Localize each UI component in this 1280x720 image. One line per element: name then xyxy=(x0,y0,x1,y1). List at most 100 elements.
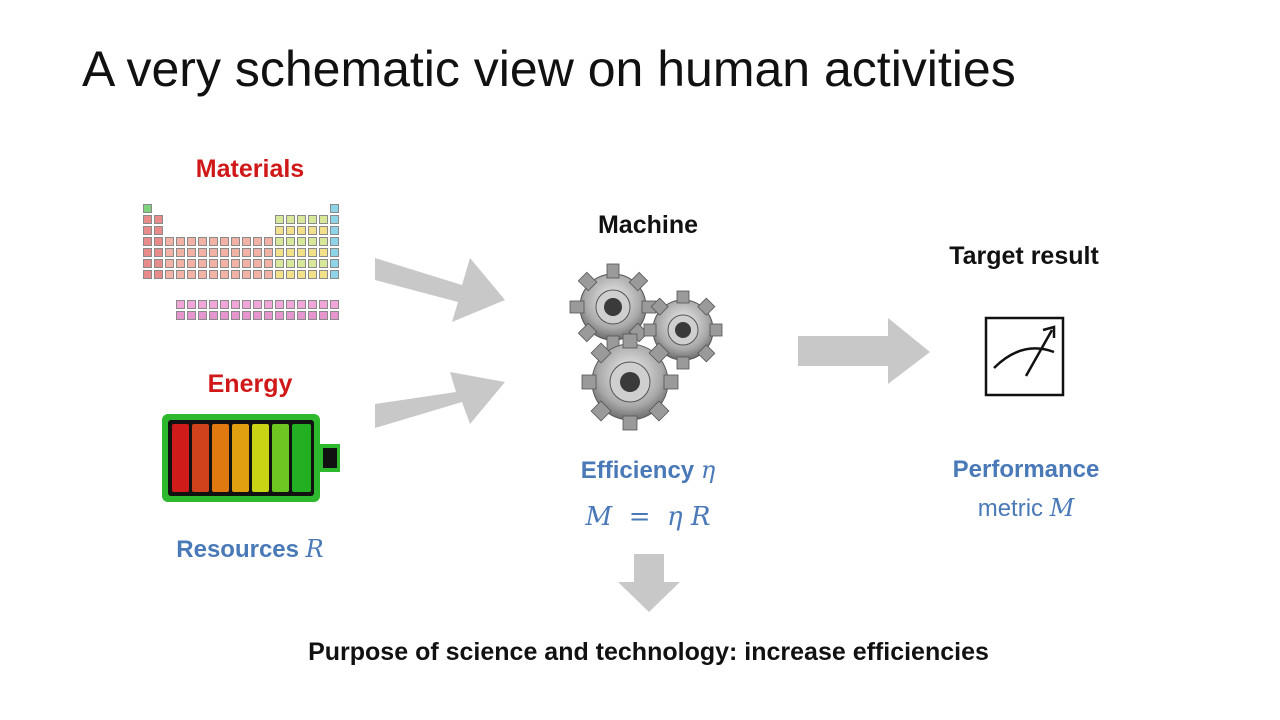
periodic-table-cell xyxy=(297,311,306,320)
periodic-table-cell xyxy=(330,300,339,309)
periodic-table-cell xyxy=(231,311,240,320)
periodic-table-cell xyxy=(275,259,284,268)
periodic-table-cell xyxy=(198,311,207,320)
periodic-table-cell xyxy=(297,248,306,257)
periodic-table-cell xyxy=(264,311,273,320)
periodic-table-cell xyxy=(308,215,317,224)
periodic-table-cell xyxy=(308,248,317,257)
periodic-table-cell xyxy=(275,311,284,320)
periodic-table-cell xyxy=(220,270,229,279)
metric-label: metric M xyxy=(977,494,1075,522)
periodic-table-cell xyxy=(198,248,207,257)
periodic-table-cell xyxy=(308,259,317,268)
machine-label: Machine xyxy=(597,211,699,239)
periodic-table-cell xyxy=(297,259,306,268)
gauge-icon xyxy=(984,316,1065,397)
periodic-table-cell xyxy=(220,311,229,320)
periodic-table-cell xyxy=(264,248,273,257)
periodic-table-cell xyxy=(330,259,339,268)
periodic-table-cell xyxy=(286,237,295,246)
periodic-table-cell xyxy=(143,215,152,224)
periodic-table-cell xyxy=(275,300,284,309)
periodic-table-cell xyxy=(242,237,251,246)
periodic-table-cell xyxy=(154,270,163,279)
periodic-table-cell xyxy=(275,237,284,246)
periodic-table-cell xyxy=(187,270,196,279)
periodic-table-cell xyxy=(242,311,251,320)
periodic-table-cell xyxy=(286,226,295,235)
input-arrows xyxy=(375,258,505,428)
efficiency-label: Efficiency η xyxy=(580,456,716,484)
periodic-table-cell xyxy=(143,226,152,235)
periodic-table-cell xyxy=(330,226,339,235)
periodic-table-cell xyxy=(275,248,284,257)
periodic-table-cell xyxy=(253,248,262,257)
periodic-table-cell xyxy=(231,237,240,246)
periodic-table-cell xyxy=(165,259,174,268)
periodic-table-cell xyxy=(165,237,174,246)
periodic-table-cell xyxy=(220,300,229,309)
periodic-table-cell xyxy=(209,259,218,268)
periodic-table-cell xyxy=(187,237,196,246)
periodic-table-cell xyxy=(242,259,251,268)
periodic-table-cell xyxy=(319,237,328,246)
periodic-table-cell xyxy=(220,248,229,257)
efficiency-symbol: η xyxy=(700,456,716,484)
periodic-table-cell xyxy=(253,311,262,320)
periodic-table-cell xyxy=(143,248,152,257)
periodic-table-cell xyxy=(308,270,317,279)
periodic-table-cell xyxy=(209,311,218,320)
down-arrow xyxy=(618,554,680,612)
periodic-table-cell xyxy=(242,270,251,279)
metric-symbol: M xyxy=(1049,494,1075,522)
periodic-table-cell xyxy=(231,259,240,268)
periodic-table-cell xyxy=(176,270,185,279)
periodic-table-cell xyxy=(187,259,196,268)
periodic-table-cell xyxy=(209,300,218,309)
periodic-table-cell xyxy=(176,300,185,309)
periodic-table-cell xyxy=(253,270,262,279)
periodic-table-cell xyxy=(330,248,339,257)
periodic-table-cell xyxy=(264,300,273,309)
periodic-table-cell xyxy=(253,300,262,309)
periodic-table-cell xyxy=(330,237,339,246)
footer-statement: Purpose of science and technology: incre… xyxy=(308,638,989,666)
periodic-table-cell xyxy=(275,215,284,224)
periodic-table-cell xyxy=(308,300,317,309)
periodic-table-cell xyxy=(198,270,207,279)
periodic-table-cell xyxy=(187,311,196,320)
periodic-table-cell xyxy=(286,215,295,224)
slide-title: A very schematic view on human activitie… xyxy=(82,41,1016,97)
periodic-table-cell xyxy=(176,248,185,257)
energy-label: Energy xyxy=(207,370,293,398)
periodic-table-cell xyxy=(275,226,284,235)
periodic-table-cell xyxy=(330,215,339,224)
periodic-table-cell xyxy=(253,259,262,268)
energy-arrow xyxy=(375,372,505,428)
periodic-table-cell xyxy=(319,311,328,320)
periodic-table-cell xyxy=(165,248,174,257)
periodic-table-cell xyxy=(319,248,328,257)
periodic-table-cell xyxy=(297,270,306,279)
periodic-table-cell xyxy=(209,237,218,246)
output-arrow xyxy=(798,318,930,384)
periodic-table-cell xyxy=(286,259,295,268)
periodic-table-cell xyxy=(297,215,306,224)
periodic-table-cell xyxy=(198,237,207,246)
periodic-table-icon xyxy=(143,196,347,331)
periodic-table-cell xyxy=(297,300,306,309)
periodic-table-cell xyxy=(143,259,152,268)
resources-symbol: R xyxy=(305,535,324,563)
periodic-table-cell xyxy=(242,300,251,309)
periodic-table-cell xyxy=(209,248,218,257)
periodic-table-cell xyxy=(308,311,317,320)
periodic-table-cell xyxy=(220,237,229,246)
periodic-table-cell xyxy=(264,259,273,268)
periodic-table-cell xyxy=(220,259,229,268)
periodic-table-cell xyxy=(154,226,163,235)
resources-label: Resources R xyxy=(176,535,324,563)
gears-icon xyxy=(569,263,723,431)
performance-label: Performance xyxy=(952,456,1100,483)
periodic-table-cell xyxy=(231,248,240,257)
periodic-table-cell xyxy=(286,311,295,320)
